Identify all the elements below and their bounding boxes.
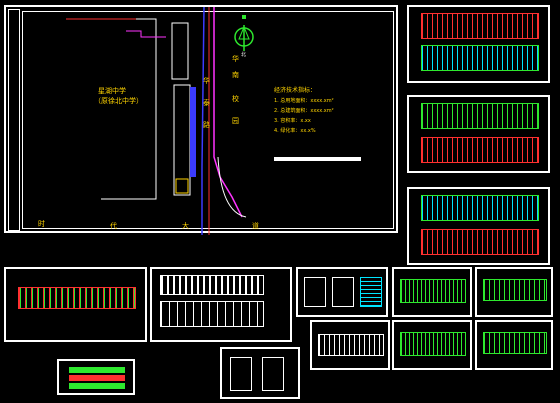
floor-plan-sheet-3[interactable]: [407, 187, 550, 265]
plan-block-green: [400, 279, 466, 303]
plan-block-red: [421, 137, 539, 163]
detail-sheet-2[interactable]: [220, 347, 300, 399]
school-name-label: 星湖中学: [98, 87, 126, 95]
plan-block-green: [483, 332, 547, 354]
legend-sheet[interactable]: [57, 359, 135, 395]
plan-block-green: [421, 103, 539, 129]
east-label-char-4: 园: [232, 117, 239, 125]
compass-label: 北: [241, 52, 247, 58]
elevation-block: [160, 275, 264, 295]
plan-block-green: [400, 332, 466, 356]
site-plan-linework: [66, 7, 361, 235]
plan-block-red: [18, 287, 136, 309]
notes-title: 经济技术指标：: [274, 87, 317, 94]
detail-block: [262, 357, 284, 391]
detail-block: [304, 277, 326, 307]
legend-bar-green: [69, 367, 125, 373]
note-3: 3. 容积率：x.xx: [274, 118, 311, 124]
east-road-char-3: 路: [203, 121, 210, 129]
note-4: 4. 绿化率：xx.x%: [274, 128, 316, 134]
east-road-char-2: 泰: [203, 99, 210, 107]
elevation-sheet-1[interactable]: [150, 267, 292, 342]
plan-block-red: [421, 13, 539, 39]
detail-block: [360, 277, 382, 307]
elevation-sheet-2[interactable]: [310, 320, 390, 370]
floor-plan-sheet-1[interactable]: [407, 5, 550, 83]
road-char-4: 道: [252, 222, 259, 230]
floor-plan-sheet-8[interactable]: [475, 320, 553, 370]
east-label-char-3: 校: [232, 95, 239, 103]
road-char-1: 时: [38, 220, 45, 228]
title-block-strip: [8, 9, 20, 231]
road-char-2: 代: [110, 222, 117, 230]
plan-block-cyan: [421, 195, 539, 221]
section-block: [160, 301, 264, 327]
detail-block: [332, 277, 354, 307]
floor-plan-sheet-2[interactable]: [407, 95, 550, 173]
floor-plan-sheet-4[interactable]: [4, 267, 147, 342]
floor-plan-sheet-6[interactable]: [475, 267, 553, 317]
floor-plan-sheet-5[interactable]: [392, 267, 472, 317]
legend-bar-red: [69, 375, 125, 381]
site-plan-sheet[interactable]: 星湖中学 （原徐北中学） 时 代 大 道 华 泰 路 华 南 校 园 经济技术指…: [4, 5, 398, 235]
plan-block-red: [421, 229, 539, 255]
plan-block-green: [421, 45, 539, 71]
note-2: 2. 总建筑面积：xxxx.xm²: [274, 108, 334, 114]
plan-block-green: [483, 279, 547, 301]
drawing-frame: [22, 11, 394, 229]
detail-block: [230, 357, 252, 391]
detail-sheet-1[interactable]: [296, 267, 388, 317]
east-label-char-1: 华: [232, 55, 239, 63]
elevation-block: [318, 334, 384, 356]
legend-bar-green-2: [69, 383, 125, 389]
floor-plan-sheet-7[interactable]: [392, 320, 472, 370]
note-1: 1. 总用地面积：xxxx.xm²: [274, 98, 334, 104]
east-road-char-1: 华: [203, 77, 210, 85]
east-label-char-2: 南: [232, 71, 239, 79]
road-char-3: 大: [182, 222, 189, 230]
school-subtitle-label: （原徐北中学）: [94, 97, 143, 105]
